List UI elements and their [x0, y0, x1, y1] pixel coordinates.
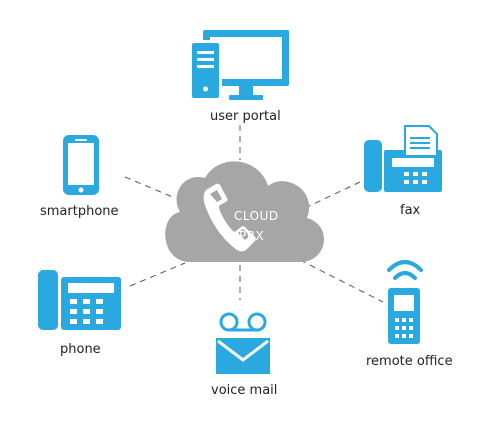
node-smartphone: smartphone [40, 135, 119, 219]
node-fax: fax [364, 125, 442, 218]
cloud-shape [165, 161, 324, 262]
voicemail-envelope-icon [216, 312, 270, 374]
cloud-label-line1: CLOUD [234, 209, 279, 223]
node-remote-office: remote office [366, 260, 453, 369]
desktop-computer-icon [188, 30, 289, 100]
connector-smartphone [124, 176, 176, 199]
label-user-portal: user portal [210, 109, 281, 124]
label-phone: phone [60, 342, 101, 357]
phone-handset-icon [203, 183, 256, 252]
node-voice-mail: voice mail [211, 312, 277, 398]
connector-fax [304, 181, 361, 209]
label-remote-office: remote office [366, 354, 453, 369]
cloud-pbx: CLOUD PBX [165, 161, 324, 262]
connector-phone [129, 262, 186, 287]
wireless-phone-icon [388, 288, 420, 344]
label-voice-mail: voice mail [211, 383, 277, 398]
connectors [124, 125, 384, 303]
cloud-label-line2: PBX [239, 229, 264, 243]
node-user-portal: user portal [188, 30, 289, 124]
desk-phone-icon [38, 270, 121, 330]
label-fax: fax [400, 203, 421, 218]
node-phone: phone [38, 270, 121, 357]
label-smartphone: smartphone [40, 204, 119, 219]
wireless-signal-icon [387, 260, 423, 280]
fax-machine-icon [364, 125, 442, 192]
connector-remote-office [299, 259, 384, 303]
smartphone-icon [63, 135, 99, 195]
